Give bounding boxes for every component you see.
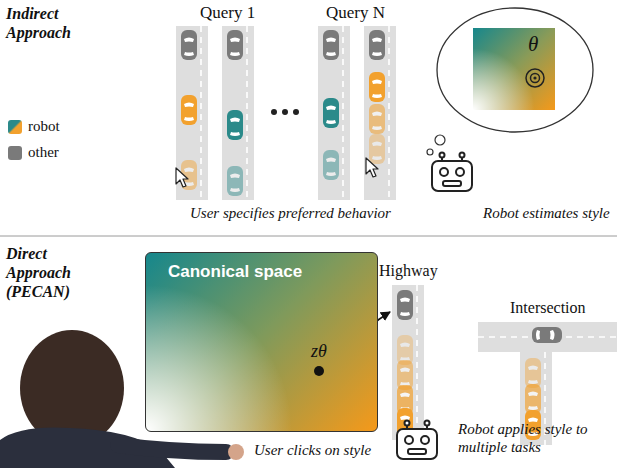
use-shape bbox=[397, 290, 413, 320]
circle-shape bbox=[440, 153, 445, 158]
use-shape bbox=[181, 30, 197, 60]
circle-shape bbox=[425, 421, 430, 426]
rect-shape bbox=[408, 449, 426, 454]
scene-label: Highway bbox=[379, 261, 438, 280]
rect-shape bbox=[392, 285, 424, 440]
thought-bubble: θ bbox=[435, 6, 595, 134]
query-label: Query N bbox=[326, 3, 385, 23]
g-shape bbox=[271, 109, 299, 115]
parameter-symbol: θ bbox=[528, 32, 538, 57]
use-shape bbox=[369, 134, 385, 164]
circle-shape bbox=[460, 153, 465, 158]
legend-text: robot bbox=[28, 117, 60, 135]
legend-text: other bbox=[28, 143, 59, 161]
scene-label: Intersection bbox=[510, 298, 586, 317]
point-label: zθ bbox=[311, 341, 327, 363]
circle-shape bbox=[526, 69, 544, 87]
g-shape bbox=[201, 26, 389, 200]
use-shape bbox=[525, 358, 541, 388]
use-shape bbox=[369, 72, 385, 102]
circle-shape bbox=[533, 76, 536, 79]
use-shape bbox=[532, 327, 562, 343]
circle-shape bbox=[293, 109, 299, 115]
use-shape bbox=[525, 384, 541, 414]
style-point: zθ bbox=[314, 366, 324, 376]
circle-shape bbox=[271, 109, 277, 115]
rect-shape bbox=[432, 161, 472, 191]
rect-shape bbox=[364, 26, 396, 200]
use-shape bbox=[181, 95, 197, 125]
use-shape bbox=[176, 168, 188, 187]
circle-shape bbox=[456, 168, 464, 176]
g-shape bbox=[176, 26, 396, 200]
rect-shape bbox=[443, 181, 461, 186]
line-shape bbox=[200, 26, 202, 200]
query-label: Query 1 bbox=[200, 3, 255, 23]
caption-text: Robot estimates style bbox=[483, 204, 610, 222]
line-shape bbox=[416, 285, 418, 440]
use-shape bbox=[323, 98, 339, 128]
use-shape bbox=[227, 110, 243, 140]
use-shape bbox=[323, 150, 339, 180]
circle-shape bbox=[427, 149, 433, 155]
road-scene: Highway bbox=[392, 285, 424, 440]
section-heading: Indirect Approach bbox=[6, 4, 86, 42]
g-shape bbox=[397, 421, 437, 460]
circle-shape bbox=[405, 436, 413, 444]
use-shape bbox=[369, 104, 385, 134]
rect-shape bbox=[478, 322, 617, 352]
rect-shape bbox=[176, 26, 208, 200]
ellipse-shape bbox=[437, 8, 593, 132]
line-shape bbox=[246, 26, 248, 200]
circle-shape bbox=[435, 135, 445, 145]
use-shape bbox=[323, 30, 339, 60]
use-shape bbox=[227, 166, 243, 196]
path-shape bbox=[118, 445, 226, 452]
rect-shape bbox=[397, 429, 437, 459]
g-shape bbox=[432, 153, 472, 192]
circle-shape bbox=[531, 74, 540, 83]
caption-text: User specifies preferred behavior bbox=[190, 204, 391, 222]
circle-shape bbox=[440, 168, 448, 176]
section-heading: Direct Approach (PECAN) bbox=[6, 244, 86, 302]
circle-shape bbox=[228, 444, 244, 460]
line-shape bbox=[388, 26, 390, 200]
use-shape bbox=[366, 158, 378, 177]
use-shape bbox=[369, 30, 385, 60]
legend-swatch bbox=[8, 120, 22, 134]
caption-text: User clicks on style bbox=[254, 441, 371, 459]
rect-shape bbox=[473, 28, 555, 110]
circle-shape bbox=[405, 421, 410, 426]
box-title: Canonical space bbox=[168, 262, 302, 282]
road-scene: Intersection bbox=[478, 322, 617, 445]
rect-shape bbox=[222, 26, 254, 200]
rect-shape bbox=[473, 28, 555, 110]
rect-shape bbox=[318, 26, 350, 200]
canonical-space-box: Canonical space zθ bbox=[145, 252, 378, 432]
line-shape bbox=[0, 236, 617, 237]
line-shape bbox=[342, 26, 344, 200]
caption-text: Robot applies style to multiple tasks bbox=[458, 420, 592, 456]
circle-shape bbox=[282, 109, 288, 115]
bubble-outline bbox=[435, 6, 595, 134]
legend-swatch bbox=[8, 146, 22, 160]
circle-shape bbox=[421, 436, 429, 444]
use-shape bbox=[227, 30, 243, 60]
